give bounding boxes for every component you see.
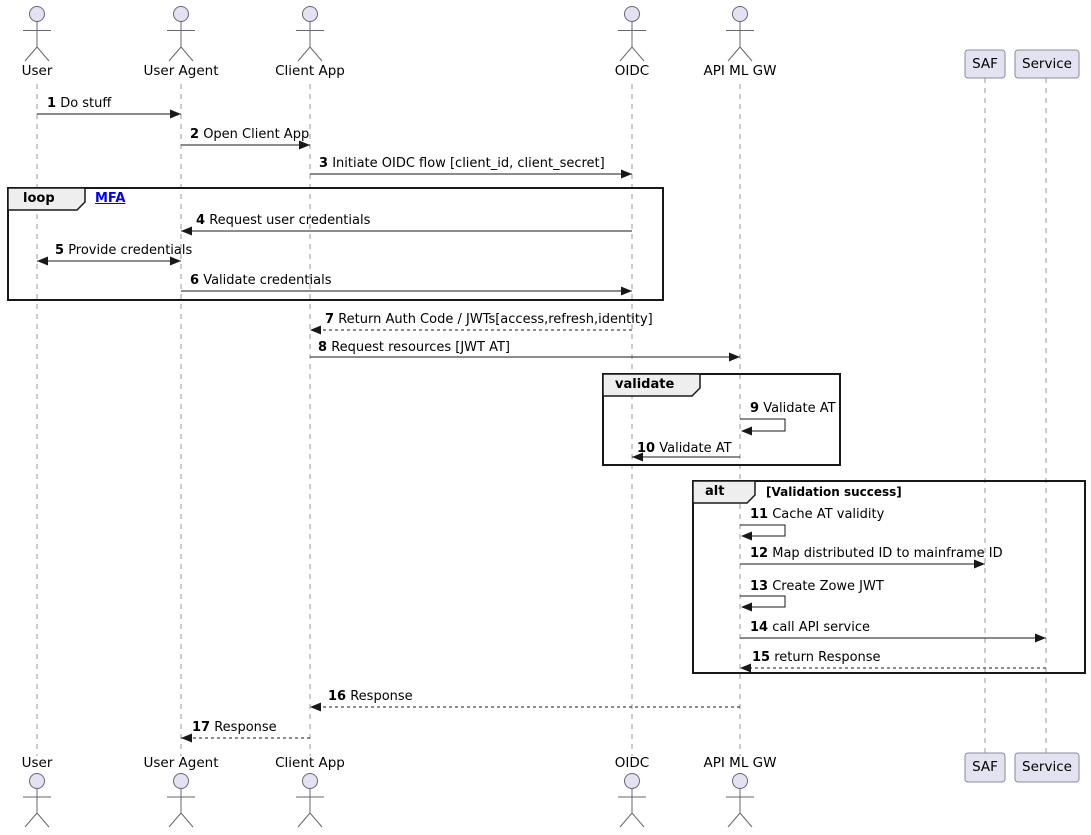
message-11-label: 11 Cache AT validity bbox=[750, 507, 885, 522]
frame-validate bbox=[602, 373, 841, 466]
message-1-label: 1 Do stuff bbox=[47, 96, 112, 111]
actor-label-user-agent-bottom: User Agent bbox=[143, 755, 219, 771]
participant-box-service-top bbox=[1014, 49, 1080, 79]
message-3-label: 3 Initiate OIDC flow [client_id, client_… bbox=[319, 156, 605, 171]
message-7-label: 7 Return Auth Code / JWTs[access,refresh… bbox=[325, 312, 653, 327]
message-16-label: 16 Response bbox=[328, 689, 413, 704]
actor-figure-user-agent-top bbox=[167, 6, 195, 62]
message-12-arrow bbox=[740, 559, 985, 569]
message-11-arrow bbox=[740, 524, 786, 541]
frame-alt-operator: alt bbox=[705, 484, 725, 499]
actor-label-user-top: User bbox=[21, 63, 53, 79]
message-7-arrow bbox=[310, 325, 632, 335]
participant-label-saf-bottom: SAF bbox=[972, 759, 998, 775]
message-15-label: 15 return Response bbox=[752, 650, 881, 665]
message-2-arrow bbox=[181, 140, 310, 150]
actor-figure-client-app-top bbox=[296, 6, 324, 62]
message-10-arrow bbox=[632, 452, 740, 462]
actor-label-client-app-top: Client App bbox=[275, 63, 345, 79]
message-14-label: 14 call API service bbox=[750, 620, 870, 635]
participant-label-saf-top: SAF bbox=[972, 56, 998, 72]
message-9-label: 9 Validate AT bbox=[750, 401, 836, 416]
message-13-label: 13 Create Zowe JWT bbox=[750, 579, 884, 594]
message-4-arrow bbox=[181, 226, 632, 236]
frame-loop bbox=[7, 187, 664, 301]
actor-label-oidc-top: OIDC bbox=[614, 63, 650, 79]
actor-label-api-ml-gw-top: API ML GW bbox=[703, 63, 777, 79]
participant-box-service-bottom bbox=[1014, 752, 1080, 783]
message-9-arrow bbox=[740, 418, 786, 436]
actor-label-oidc-bottom: OIDC bbox=[614, 755, 650, 771]
actor-label-api-ml-gw-bottom: API ML GW bbox=[703, 755, 777, 771]
message-8-arrow bbox=[310, 352, 740, 362]
message-10-label: 10 Validate AT bbox=[637, 441, 732, 456]
message-13-arrow bbox=[740, 595, 786, 612]
message-17-label: 17 Response bbox=[192, 720, 277, 735]
message-15-arrow bbox=[740, 663, 1046, 673]
actor-label-client-app-bottom: Client App bbox=[275, 755, 345, 771]
actor-figure-client-app-bottom bbox=[296, 773, 324, 828]
message-5-arrow bbox=[37, 256, 181, 266]
actor-figure-api-ml-gw-bottom bbox=[726, 773, 754, 828]
participant-box-saf-bottom bbox=[964, 752, 1006, 783]
message-3-arrow bbox=[310, 169, 632, 179]
message-4-label: 4 Request user credentials bbox=[196, 213, 371, 228]
message-5-label: 5 Provide credentials bbox=[55, 243, 193, 258]
lifelines bbox=[36, 78, 1047, 756]
message-12-label: 12 Map distributed ID to mainframe ID bbox=[750, 546, 1003, 561]
actor-figure-oidc-top bbox=[618, 6, 646, 62]
message-17-arrow bbox=[181, 733, 310, 743]
message-1-arrow bbox=[37, 109, 181, 119]
actor-figure-user-agent-bottom bbox=[167, 773, 195, 828]
participant-label-service-bottom: Service bbox=[1022, 759, 1072, 775]
participant-label-service-top: Service bbox=[1022, 56, 1072, 72]
frame-loop-operator: loop bbox=[23, 191, 55, 206]
message-8-label: 8 Request resources [JWT AT] bbox=[318, 340, 510, 355]
frame-validate-operator: validate bbox=[615, 377, 675, 392]
message-6-arrow bbox=[181, 286, 632, 296]
message-16-arrow bbox=[310, 702, 740, 712]
participant-box-saf-top bbox=[964, 49, 1006, 79]
actor-figure-user-top bbox=[23, 6, 51, 62]
actor-figure-api-ml-gw-top bbox=[726, 6, 754, 62]
actor-label-user-bottom: User bbox=[21, 755, 53, 771]
frame-loop-mfa-link[interactable]: MFA bbox=[95, 191, 126, 206]
message-6-label: 6 Validate credentials bbox=[190, 273, 332, 288]
message-2-label: 2 Open Client App bbox=[190, 127, 310, 142]
actor-figure-oidc-bottom bbox=[618, 773, 646, 828]
frame-alt-guard: [Validation success] bbox=[766, 485, 902, 499]
message-arrows bbox=[37, 109, 1046, 743]
actor-figure-user-bottom bbox=[23, 773, 51, 828]
message-14-arrow bbox=[740, 633, 1046, 643]
frame-alt bbox=[692, 480, 1086, 674]
actor-label-user-agent-top: User Agent bbox=[143, 63, 219, 79]
